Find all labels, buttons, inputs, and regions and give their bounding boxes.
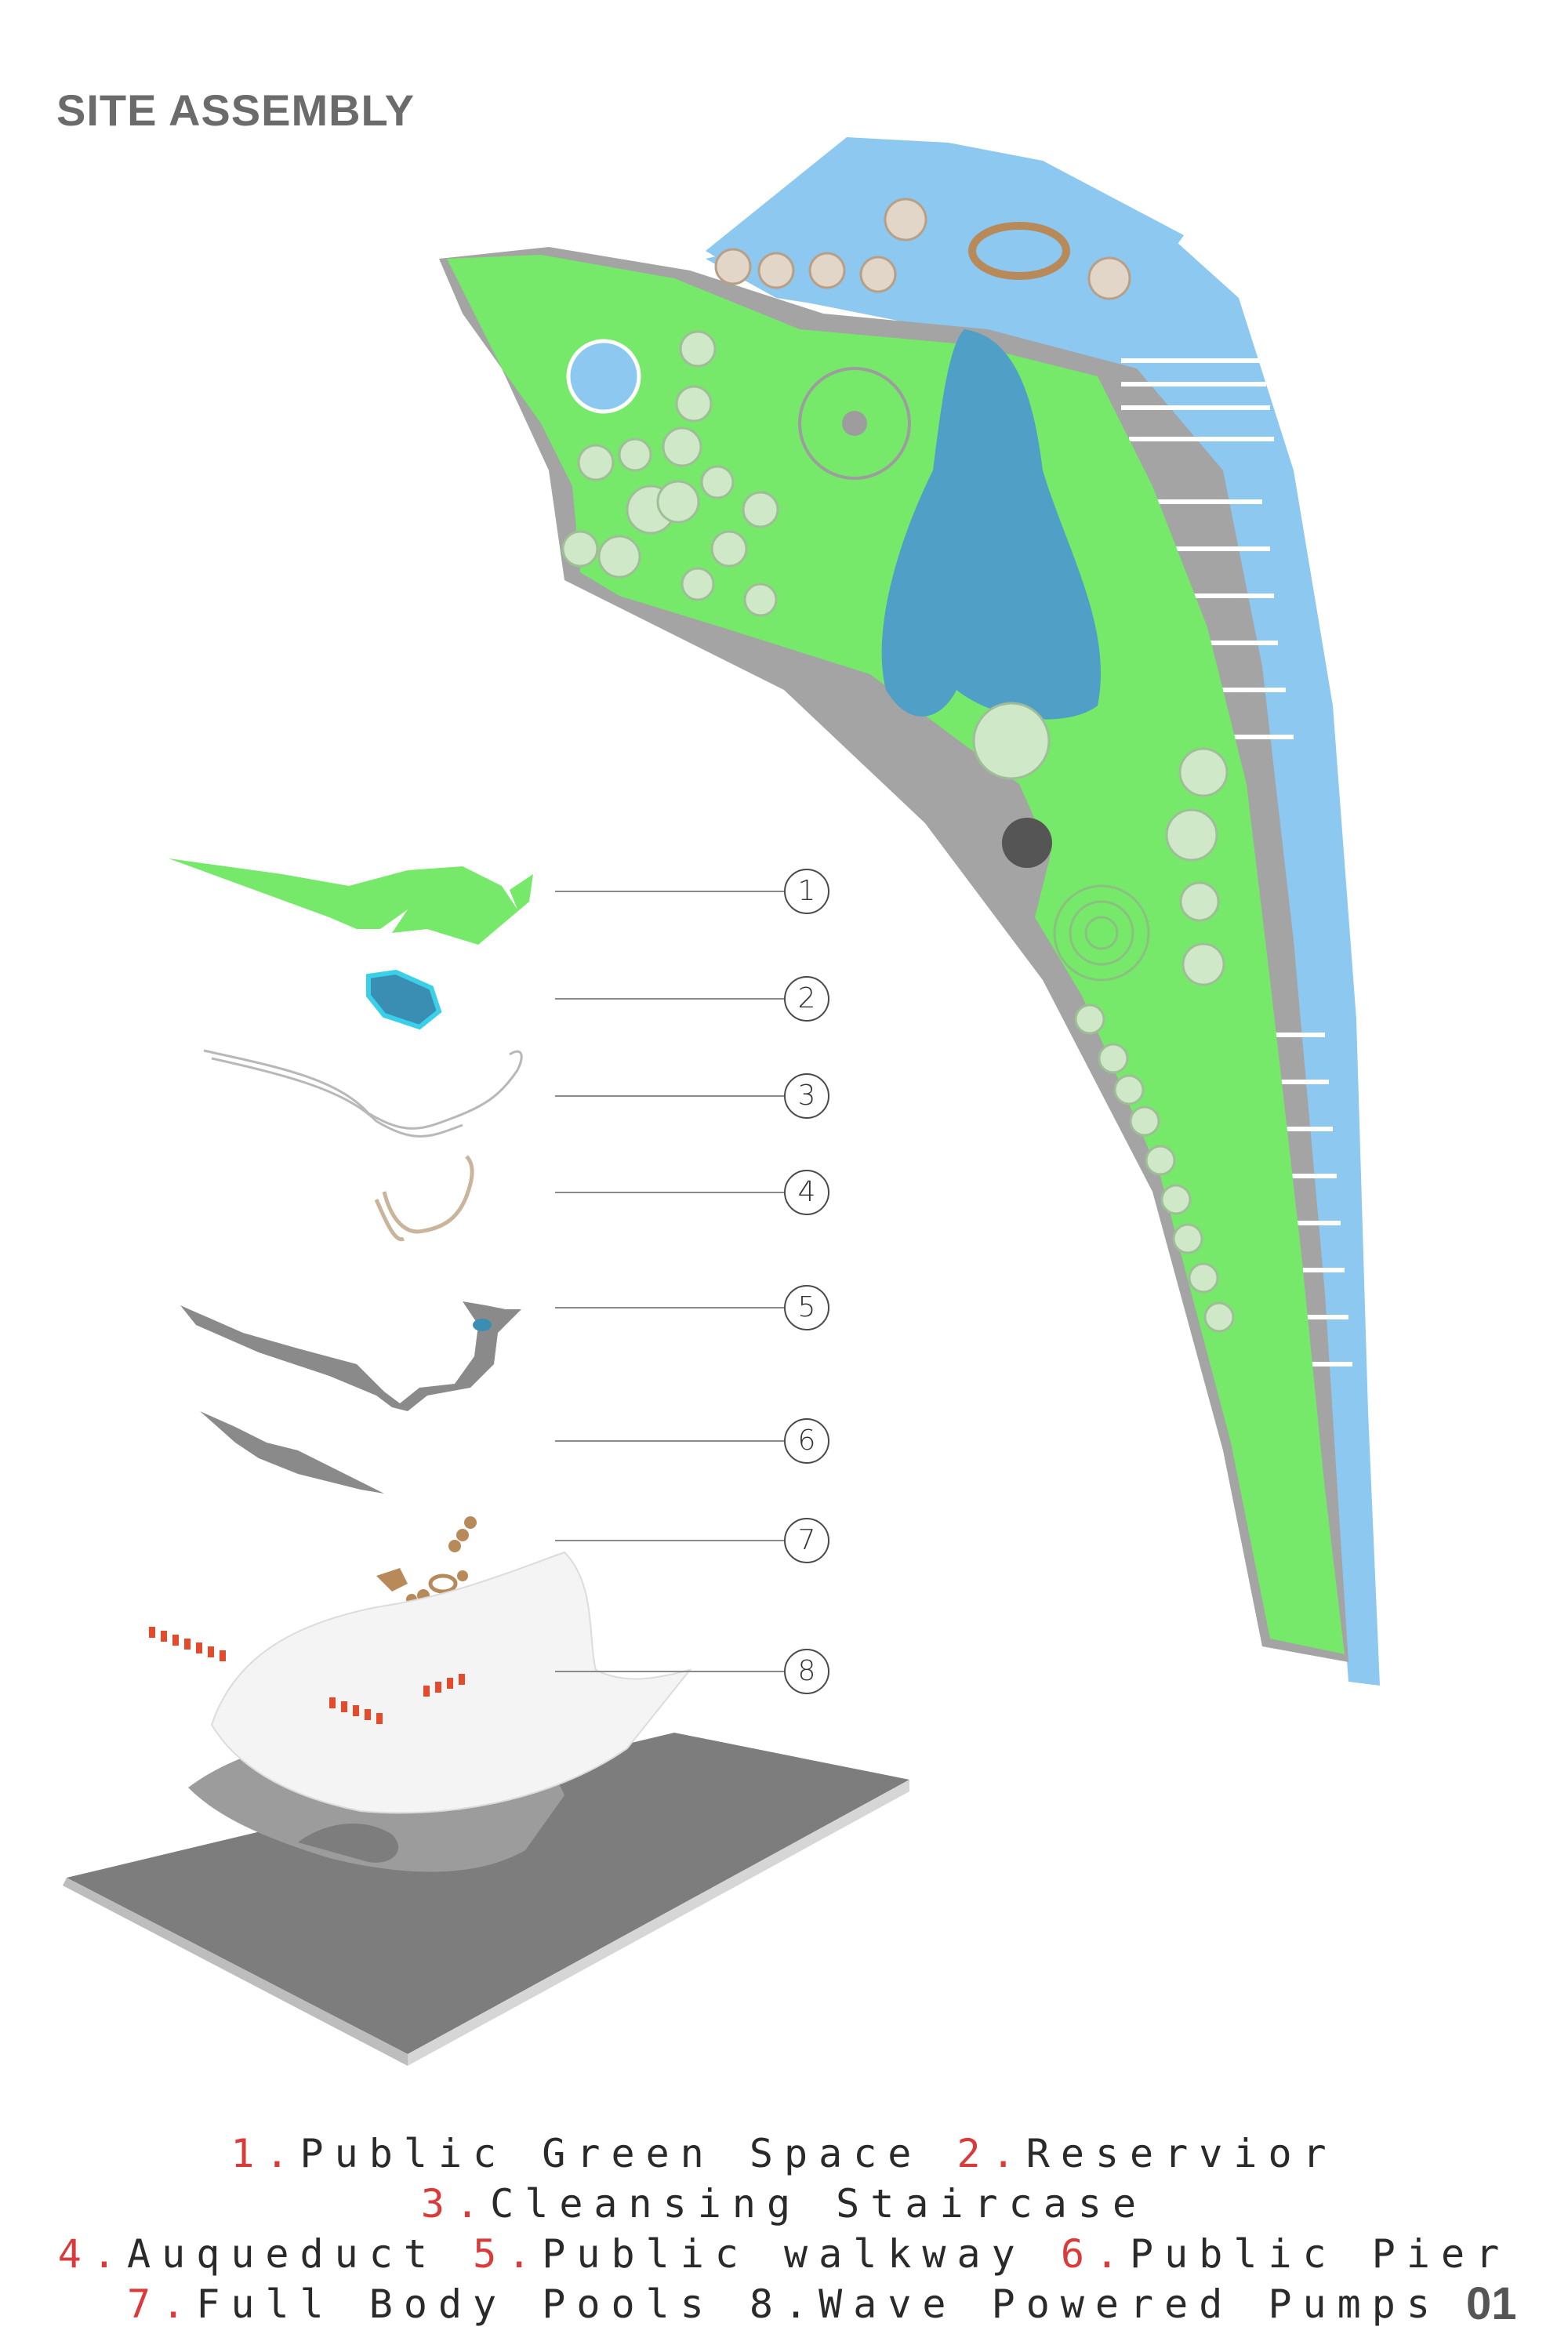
oval-pool [968, 222, 1070, 280]
layer-2-reservoir [366, 969, 442, 1030]
legend-line-3: 4.Auqueduct 5.Public walkway 6.Public Pi… [0, 2229, 1568, 2279]
page-title: SITE ASSEMBLY [56, 85, 415, 135]
layer-1-green-space [169, 858, 533, 945]
legend-num-7: 7. [127, 2281, 197, 2327]
marker-7: 7 [784, 1518, 829, 1563]
legend-num-2: 2. [956, 2131, 1026, 2176]
legend-line-2: 3.Cleansing Staircase [0, 2179, 1568, 2229]
trees [561, 330, 1235, 1333]
leader-line-4 [555, 1192, 784, 1193]
marker-4: 4 [784, 1170, 829, 1215]
leader-line-8 [555, 1671, 784, 1672]
plaza-circle [798, 367, 911, 480]
dark-plaza [1002, 818, 1052, 868]
leader-line-1 [555, 891, 784, 892]
layer-5-walkway [180, 1301, 521, 1411]
legend-label-7: Full Body Pools [196, 2281, 715, 2327]
layer-6-pier [200, 1411, 384, 1494]
green-space [447, 255, 1345, 1654]
marker-5: 5 [784, 1285, 829, 1330]
leader-line-2 [555, 998, 784, 1000]
upper-trees [714, 198, 1131, 300]
leader-line-5 [555, 1307, 784, 1308]
legend-label-4: Auqueduct [127, 2231, 438, 2277]
spiral-plaza [1053, 884, 1150, 982]
leader-line-3 [555, 1095, 784, 1097]
layer-8-base [63, 1551, 909, 2066]
reservoir [881, 329, 1101, 720]
layer-3-staircase [203, 1049, 523, 1138]
legend-num-3: 3. [420, 2181, 491, 2227]
legend-num-4: 4. [57, 2231, 128, 2277]
legend-label-1: Public Green Space [299, 2131, 923, 2176]
legend-num-6: 6. [1060, 2231, 1131, 2277]
legend-label-5: Public walkway [542, 2231, 1026, 2277]
legend: 1.Public Green Space 2.Reservior 3.Clean… [0, 2129, 1568, 2329]
legend-label-3: Cleansing Staircase [490, 2181, 1148, 2227]
round-pool [566, 339, 641, 414]
marker-8: 8 [784, 1649, 829, 1694]
plaza-center [842, 411, 867, 436]
page-number: 01 [1466, 2278, 1517, 2329]
legend-label-2: Reservior [1025, 2131, 1338, 2176]
legend-line-1: 1.Public Green Space 2.Reservior [0, 2129, 1568, 2179]
marker-2: 2 [784, 976, 829, 1022]
layer-4-aqueduct [374, 1155, 474, 1242]
marker-3: 3 [784, 1073, 829, 1119]
legend-label-6: Public Pier [1130, 2231, 1511, 2277]
legend-label-8: Wave Powered Pumps [818, 2281, 1441, 2327]
legend-num-1: 1. [230, 2131, 300, 2176]
legend-num-5: 5. [473, 2231, 543, 2277]
layer-7-pools [376, 1516, 477, 1605]
leader-line-7 [555, 1540, 784, 1541]
legend-num-8: 8. [749, 2281, 819, 2327]
marker-1: 1 [784, 869, 829, 914]
marker-6: 6 [784, 1418, 829, 1464]
leader-line-6 [555, 1440, 784, 1442]
legend-line-4: 7.Full Body Pools 8.Wave Powered Pumps [0, 2279, 1568, 2329]
site-plan [439, 137, 1380, 1686]
